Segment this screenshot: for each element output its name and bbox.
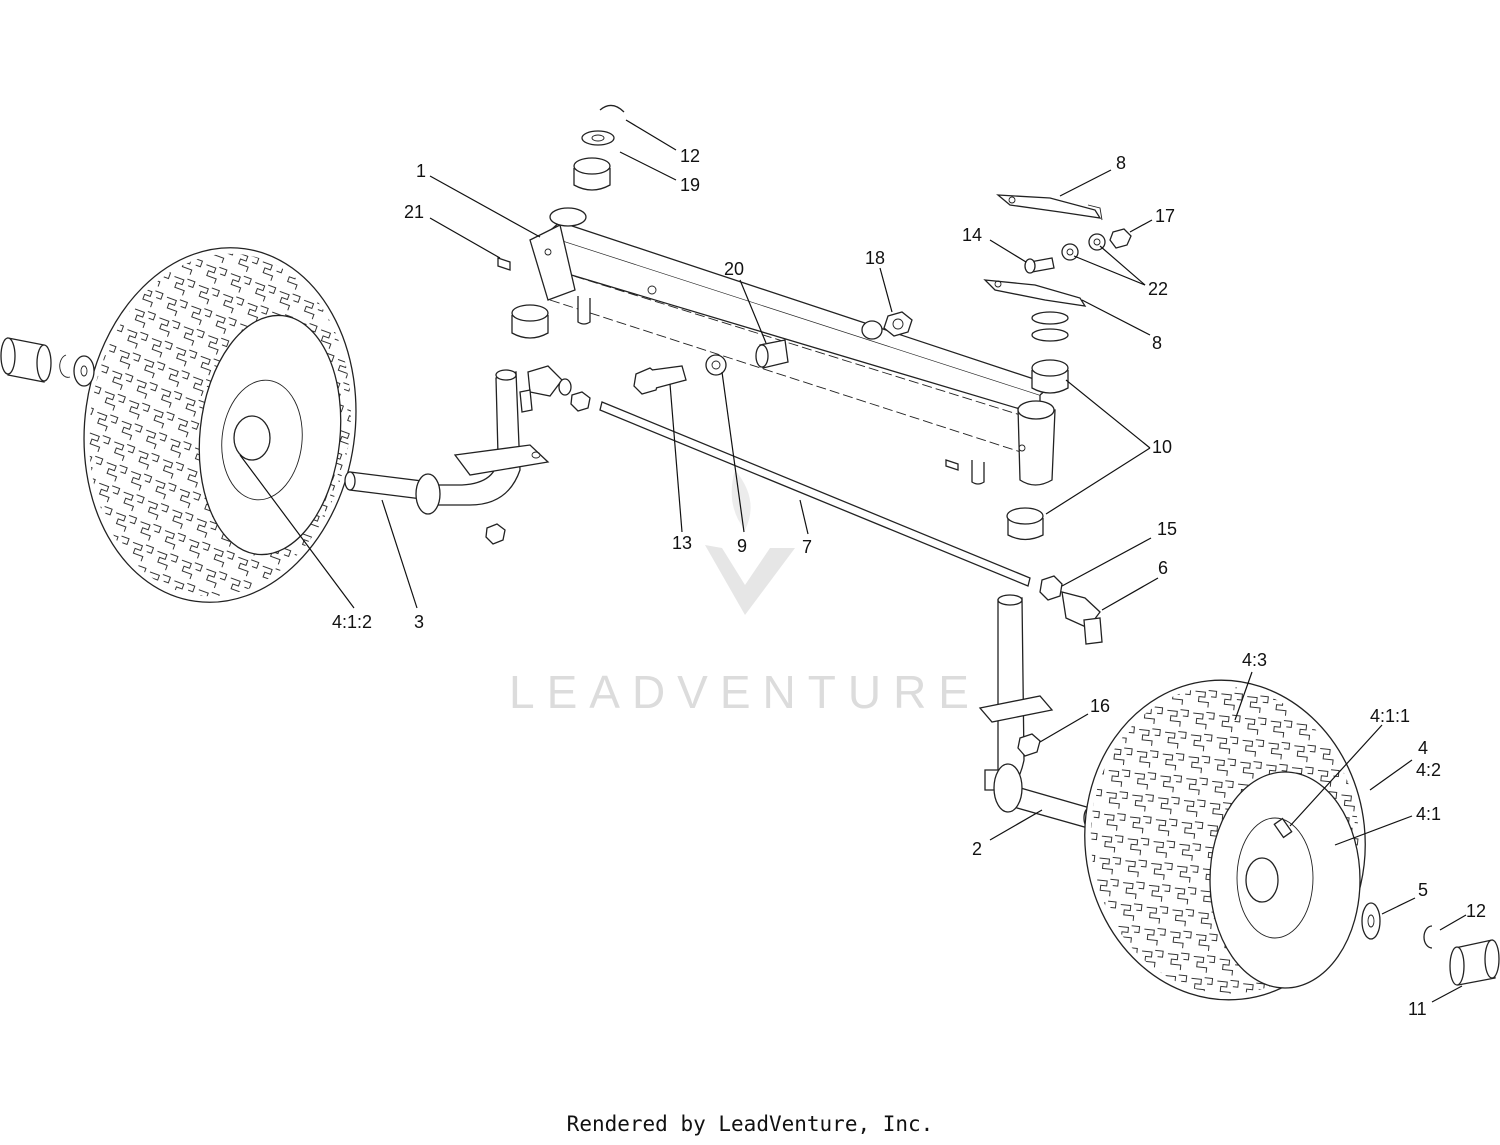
left-lower-bushing <box>511 304 549 339</box>
callout-19: 19 <box>680 175 700 195</box>
callout-22: 22 <box>1148 279 1168 299</box>
callout-1: 1 <box>416 161 426 181</box>
callout-6: 6 <box>1158 558 1168 578</box>
callout-15: 15 <box>1157 519 1177 539</box>
right-hub-parts <box>1361 902 1500 986</box>
washers-22 <box>1061 233 1106 261</box>
grease-fitting-right <box>945 459 959 471</box>
left-wheel <box>83 247 357 603</box>
bracket-lower <box>983 279 1087 307</box>
right-wheel <box>1084 679 1366 1001</box>
right-bushing-stack <box>1006 311 1069 541</box>
callout-12-top: 12 <box>680 146 700 166</box>
callout-labels: 12 19 1 21 20 18 8 14 17 22 8 10 13 9 7 … <box>332 146 1486 1019</box>
callout-8-upper: 8 <box>1116 153 1126 173</box>
bolt-13 <box>633 365 687 395</box>
grease-fitting-left <box>497 257 511 271</box>
footer-credit: Rendered by LeadVenture, Inc. <box>566 1112 934 1136</box>
callout-4: 4 <box>1418 738 1428 758</box>
callout-14: 14 <box>962 225 982 245</box>
callout-10: 10 <box>1152 437 1172 457</box>
watermark: LEADVENTURE <box>509 470 981 718</box>
nut-left-spindle <box>485 523 506 545</box>
callout-20: 20 <box>724 259 744 279</box>
callout-12-bottom: 12 <box>1466 901 1486 921</box>
callout-11: 11 <box>1408 999 1427 1019</box>
leader-lines <box>239 119 1467 1003</box>
left-tie-rod-end <box>519 365 591 413</box>
callout-5: 5 <box>1418 880 1428 900</box>
callout-4-2: 4:2 <box>1416 760 1441 780</box>
nut-17 <box>1109 228 1132 249</box>
callout-17: 17 <box>1155 206 1175 226</box>
spacer <box>755 339 789 369</box>
callout-9: 9 <box>737 536 747 556</box>
jam-nut-15 <box>1039 575 1063 601</box>
callout-7: 7 <box>802 537 812 557</box>
callout-3: 3 <box>414 612 424 632</box>
callout-2: 2 <box>972 839 982 859</box>
callout-4-1-1: 4:1:1 <box>1370 706 1410 726</box>
washer-9 <box>705 354 727 376</box>
callout-21: 21 <box>404 202 424 222</box>
right-tie-rod-end <box>1061 591 1103 645</box>
right-spindle <box>978 594 1095 829</box>
callout-4-1-2: 4:1:2 <box>332 612 372 632</box>
callout-13: 13 <box>672 533 692 553</box>
callout-4-1: 4:1 <box>1416 804 1441 824</box>
callout-18: 18 <box>865 248 885 268</box>
nut-16 <box>1017 733 1041 757</box>
bolt-14 <box>1024 257 1055 274</box>
top-bushing-stack <box>573 104 625 191</box>
callout-16: 16 <box>1090 696 1110 716</box>
left-hub-parts <box>0 337 95 387</box>
watermark-text: LEADVENTURE <box>509 666 981 718</box>
left-spindle <box>344 369 550 515</box>
bracket-upper <box>996 194 1103 221</box>
nut-washer-18 <box>861 311 913 340</box>
axle-beam <box>529 207 1056 486</box>
callout-8-lower: 8 <box>1152 333 1162 353</box>
callout-4-3: 4:3 <box>1242 650 1267 670</box>
tie-rod <box>599 401 1031 587</box>
